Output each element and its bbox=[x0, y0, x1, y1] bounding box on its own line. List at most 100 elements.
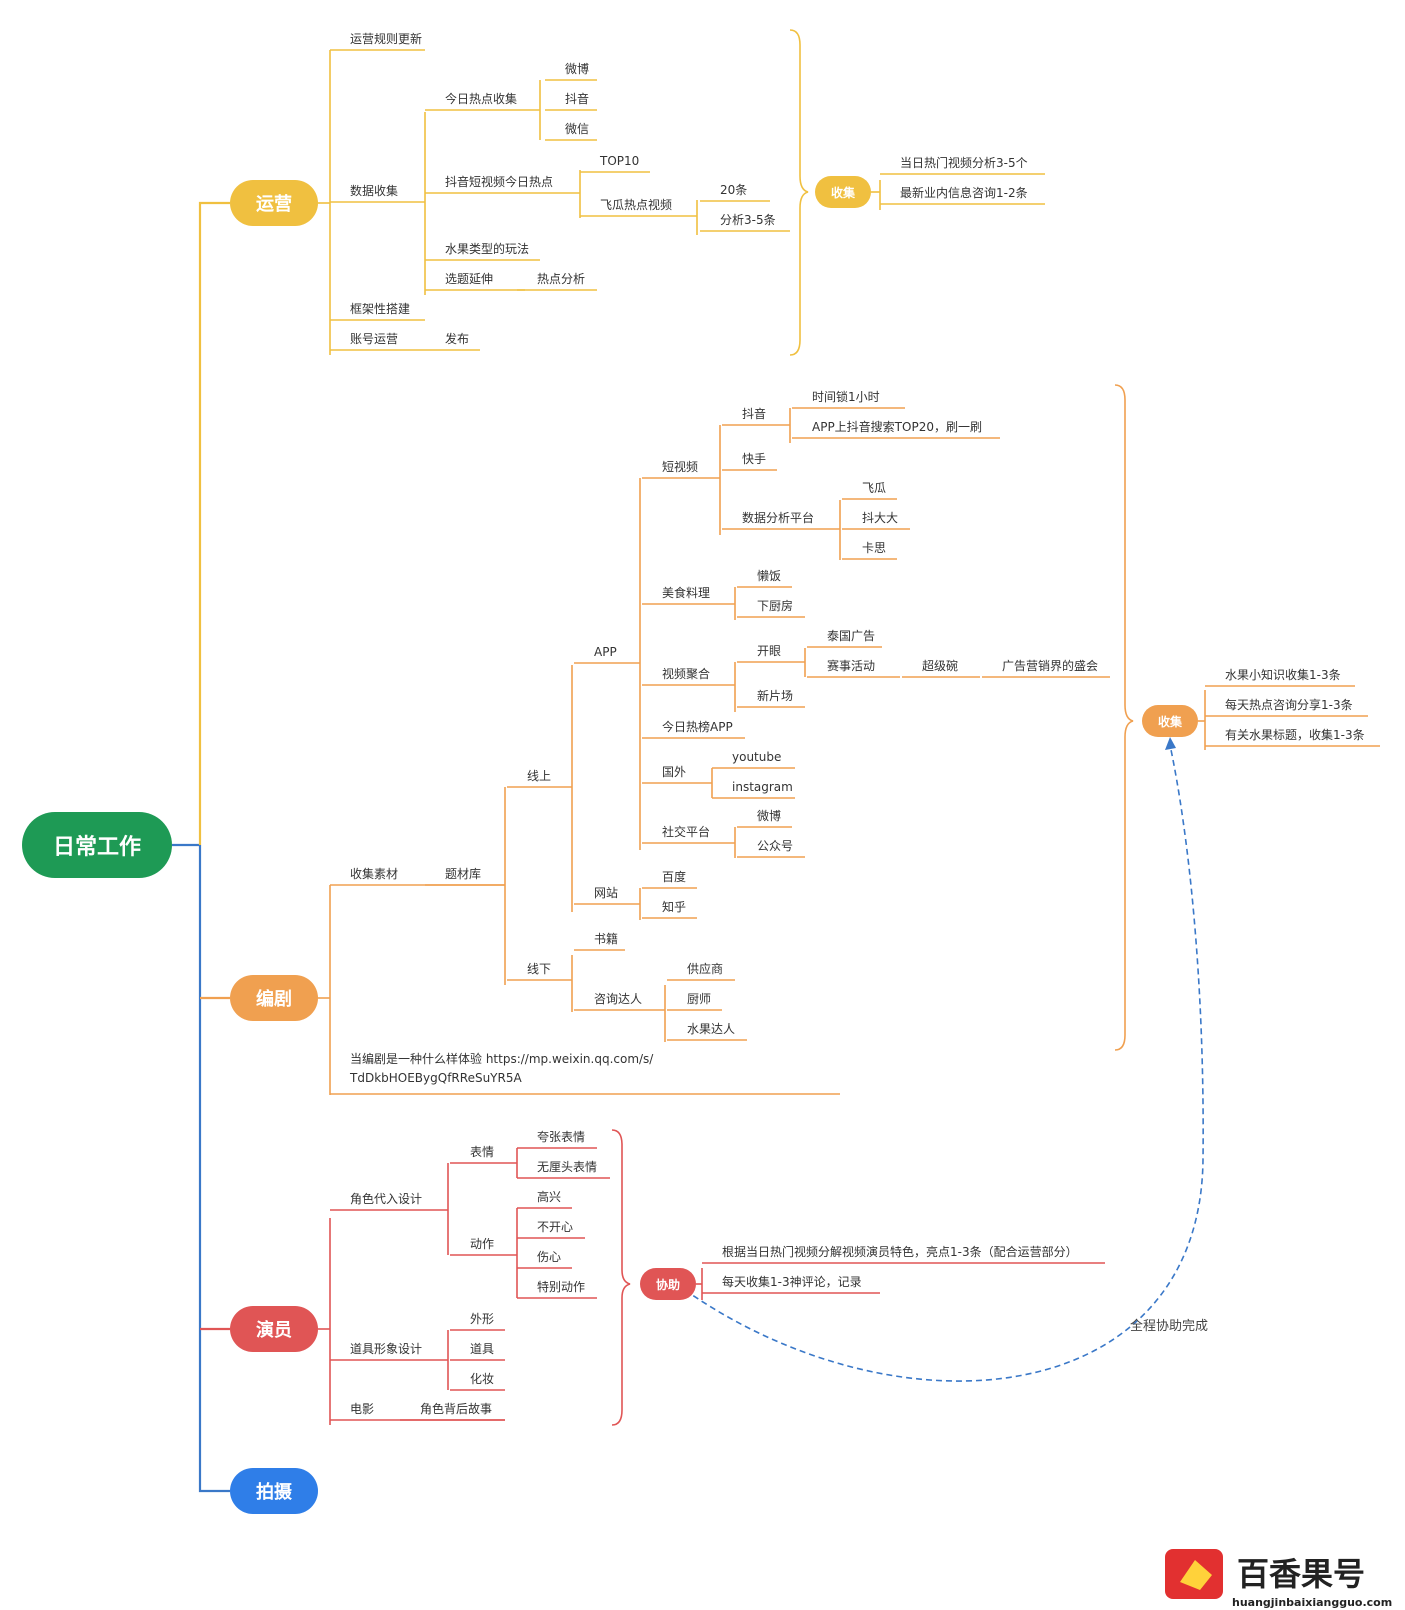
bj-collect-item-1: 每天热点咨询分享1-3条 bbox=[1225, 697, 1353, 712]
yunying-collect-badge[interactable] bbox=[815, 176, 871, 208]
bianju-collect-badge[interactable] bbox=[1142, 705, 1198, 737]
bj-collect-material: 收集素材 bbox=[350, 866, 398, 881]
bj-douyin: 抖音 bbox=[742, 406, 766, 421]
watermark-brand: 百香果号 bbox=[1237, 1555, 1365, 1593]
bj-supplier: 供应商 bbox=[687, 961, 723, 976]
bj-instagram: instagram bbox=[732, 780, 793, 794]
bj-ad-feast: 广告营销界的盛会 bbox=[1002, 658, 1098, 673]
full-assist-label: 全程协助完成 bbox=[1130, 1318, 1208, 1334]
bj-online: 线上 bbox=[527, 769, 551, 783]
yy-analyze: 分析3-5条 bbox=[720, 213, 776, 227]
bj-fruit-expert: 水果达人 bbox=[687, 1022, 735, 1036]
yunying-collect-badge-label: 收集 bbox=[831, 185, 856, 200]
yy2-prop-design: 道具形象设计 bbox=[350, 1342, 422, 1356]
bj-chef: 厨师 bbox=[687, 992, 711, 1006]
yy2-action: 动作 bbox=[470, 1237, 494, 1251]
connector-lines bbox=[172, 29, 1380, 1493]
bj-short-video: 短视频 bbox=[662, 459, 698, 474]
bj-xiachufang: 下厨房 bbox=[757, 598, 793, 613]
yy2-unhappy: 不开心 bbox=[537, 1220, 573, 1234]
branch-yanyuan[interactable] bbox=[230, 1306, 318, 1352]
bj-website: 网站 bbox=[594, 886, 618, 900]
yy-brace bbox=[789, 29, 809, 356]
bj-time: 时间锁1小时 bbox=[812, 389, 880, 404]
yy-collect-item-0: 当日热门视频分析3-5个 bbox=[900, 155, 1028, 170]
branch-yunying-label: 运营 bbox=[256, 193, 292, 215]
bj-link-line2: TdDkbHOEBygQfRReSuYR5A bbox=[349, 1071, 522, 1085]
watermark-logo: 百香果号 huangjinbaixiangguo.com bbox=[1165, 1549, 1392, 1609]
yy2-sad: 伤心 bbox=[537, 1250, 561, 1264]
bj-zhihu: 知乎 bbox=[662, 900, 686, 914]
trunk-blue bbox=[198, 845, 230, 1493]
bj-app: APP bbox=[594, 645, 617, 659]
arrow-head-icon bbox=[1165, 737, 1176, 750]
root-label: 日常工作 bbox=[53, 834, 141, 860]
branch-paishe-label: 拍摄 bbox=[256, 1481, 293, 1503]
bj-baidu: 百度 bbox=[662, 869, 686, 884]
assist-dashed-arrow bbox=[684, 744, 1204, 1382]
bj-jinri: 今日热榜APP bbox=[662, 719, 733, 734]
bj-collect-item-0: 水果小知识收集1-3条 bbox=[1225, 667, 1341, 682]
branch-yunying[interactable] bbox=[230, 180, 318, 226]
yy2-happy: 高兴 bbox=[537, 1189, 561, 1204]
bj-material-lib: 题材库 bbox=[445, 866, 481, 881]
branch-paishe[interactable] bbox=[230, 1468, 318, 1514]
yy-framework: 框架性搭建 bbox=[350, 302, 410, 316]
yy2-expression: 表情 bbox=[470, 1145, 494, 1159]
yy-data-collect: 数据收集 bbox=[350, 183, 398, 198]
bj-books: 书籍 bbox=[594, 931, 618, 946]
bj-gongzhong: 公众号 bbox=[757, 839, 793, 853]
yanyuan-assist-badge[interactable] bbox=[640, 1268, 696, 1300]
yy2-exaggerate: 夸张表情 bbox=[537, 1130, 585, 1144]
bj-taiguo: 泰国广告 bbox=[827, 629, 875, 643]
bj-events: 赛事活动 bbox=[827, 658, 875, 673]
yy2-role-design: 角色代入设计 bbox=[350, 1192, 422, 1206]
bj-kasi: 卡思 bbox=[862, 541, 886, 555]
trunk-yunying bbox=[198, 201, 230, 845]
yy2-special: 特别动作 bbox=[537, 1279, 585, 1294]
bj-kaiyan: 开眼 bbox=[757, 644, 781, 658]
yy-fruit-types: 水果类型的玩法 bbox=[445, 241, 529, 256]
bj-lanfan: 懒饭 bbox=[757, 569, 781, 583]
bj-link-line1: 当编剧是一种什么样体验 https://mp.weixin.qq.com/s/ bbox=[350, 1051, 654, 1066]
yy-today-hot: 今日热点收集 bbox=[445, 91, 517, 106]
yy2-brace bbox=[611, 1129, 631, 1426]
yy2-assist-item-0: 根据当日热门视频分解视频演员特色，亮点1-3条（配合运营部分） bbox=[722, 1244, 1078, 1259]
branch-yanyuan-label: 演员 bbox=[256, 1319, 292, 1341]
yy2-makeup: 化妆 bbox=[470, 1372, 494, 1386]
yy2-deadpan: 无厘头表情 bbox=[537, 1160, 597, 1174]
yanyuan-assist-badge-label: 协助 bbox=[656, 1277, 680, 1292]
yy-publish: 发布 bbox=[445, 331, 469, 346]
yy2-props: 道具 bbox=[470, 1342, 494, 1356]
branch-bianju[interactable] bbox=[230, 975, 318, 1021]
yy-hot-analysis: 热点分析 bbox=[537, 272, 585, 286]
yy-account: 账号运营 bbox=[350, 332, 398, 346]
bianju-collect-badge-label: 收集 bbox=[1158, 714, 1183, 729]
bj-collect-item-2: 有关水果标题，收集1-3条 bbox=[1225, 727, 1365, 742]
yy2-appearance: 外形 bbox=[470, 1312, 494, 1326]
yy2-assist-item-1: 每天收集1-3神评论，记录 bbox=[722, 1274, 862, 1289]
bj-app-search: APP上抖音搜索TOP20，刷一刷 bbox=[812, 419, 982, 434]
yy-top10: TOP10 bbox=[599, 154, 639, 168]
yy-20: 20条 bbox=[720, 183, 747, 197]
node-labels: 运营规则更新数据收集今日热点收集微博抖音微信抖音短视频今日热点TOP10飞瓜热点… bbox=[349, 31, 1365, 1416]
branch-bianju-label: 编剧 bbox=[256, 988, 292, 1010]
yy-topic-ext: 选题延伸 bbox=[445, 272, 493, 286]
yy-douyin: 抖音 bbox=[565, 91, 589, 106]
bj-offline: 线下 bbox=[527, 962, 551, 976]
yy-collect-item-1: 最新业内信息咨询1-2条 bbox=[900, 185, 1028, 200]
bj-consult: 咨询达人 bbox=[594, 991, 642, 1006]
bj-data-platform: 数据分析平台 bbox=[742, 510, 814, 525]
bj-chaoji: 超级碗 bbox=[922, 658, 958, 673]
bj-feigua: 飞瓜 bbox=[862, 481, 886, 495]
watermark-url: huangjinbaixiangguo.com bbox=[1232, 1596, 1392, 1609]
yy-rules: 运营规则更新 bbox=[350, 31, 422, 46]
bj-brace bbox=[1114, 384, 1134, 1051]
root-node[interactable] bbox=[22, 812, 172, 878]
bj-guowai: 国外 bbox=[662, 765, 686, 779]
bj-weibo: 微博 bbox=[757, 808, 781, 823]
bj-social: 社交平台 bbox=[662, 824, 710, 839]
bj-youtube: youtube bbox=[732, 750, 781, 764]
bj-xinpian: 新片场 bbox=[757, 688, 793, 703]
